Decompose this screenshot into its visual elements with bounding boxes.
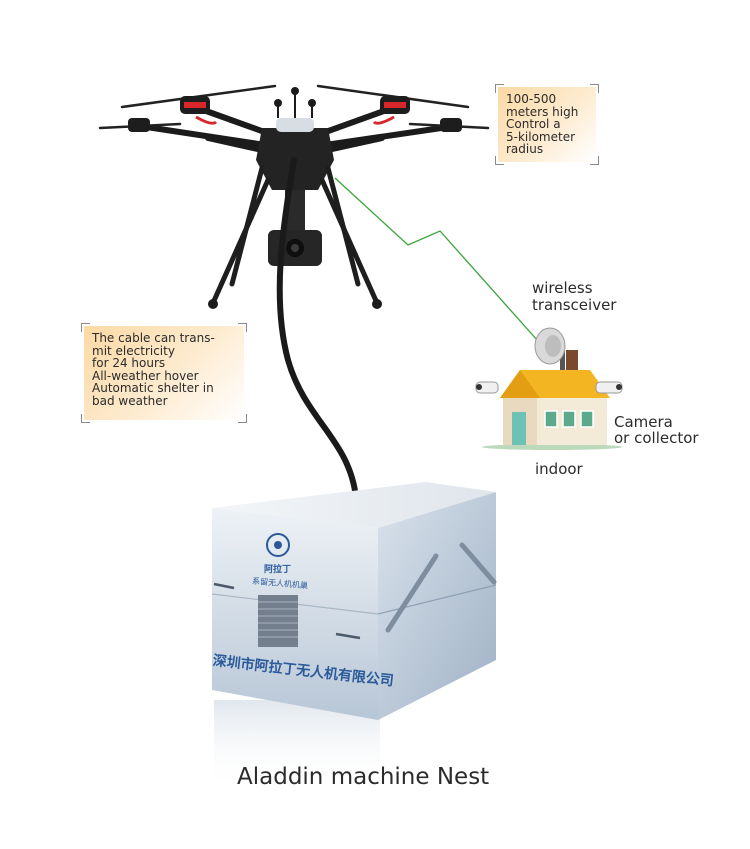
cable-note-line: The cable can trans- [92,331,215,345]
nest-caption: Aladdin machine Nest [237,764,490,790]
aladdin-nest-box [211,482,497,790]
flight-spec-note: 100-500 meters high Control a 5-kilomete… [495,84,599,165]
camera-label-line: or collector [614,429,699,447]
tether-cable [276,157,359,501]
flight-note-line: radius [506,142,544,157]
tethered-drone [98,84,490,309]
box-brand-text: 阿拉丁 [264,565,292,575]
transceiver-label: wireless transceiver [532,280,616,314]
flight-note-line: 100-500 [506,92,557,106]
indoor-label: indoor [535,460,583,478]
cable-note-line: for 24 hours [92,356,166,371]
transceiver-label-line: transceiver [532,296,617,314]
cable-note-line: All-weather hover [92,368,199,383]
camera-label-line: Camera [614,413,673,431]
transceiver-label-line: wireless [532,279,593,297]
wireless-link-line [334,177,547,351]
flight-note-line: Control a [506,117,561,132]
camera-icon [475,381,623,394]
cable-spec-note: The cable can trans- mit electricity for… [81,323,247,423]
cable-note-line: Automatic shelter in [92,381,214,396]
aladdin-logo-icon [266,533,290,557]
flight-note-line: meters high [506,104,579,119]
flight-note-line: 5-kilometer [506,129,576,144]
cable-note-line: mit electricity [92,343,175,358]
indoor-station-house [475,327,623,450]
cable-note-line: bad weather [92,393,168,408]
camera-label: Camera or collector [614,414,699,446]
